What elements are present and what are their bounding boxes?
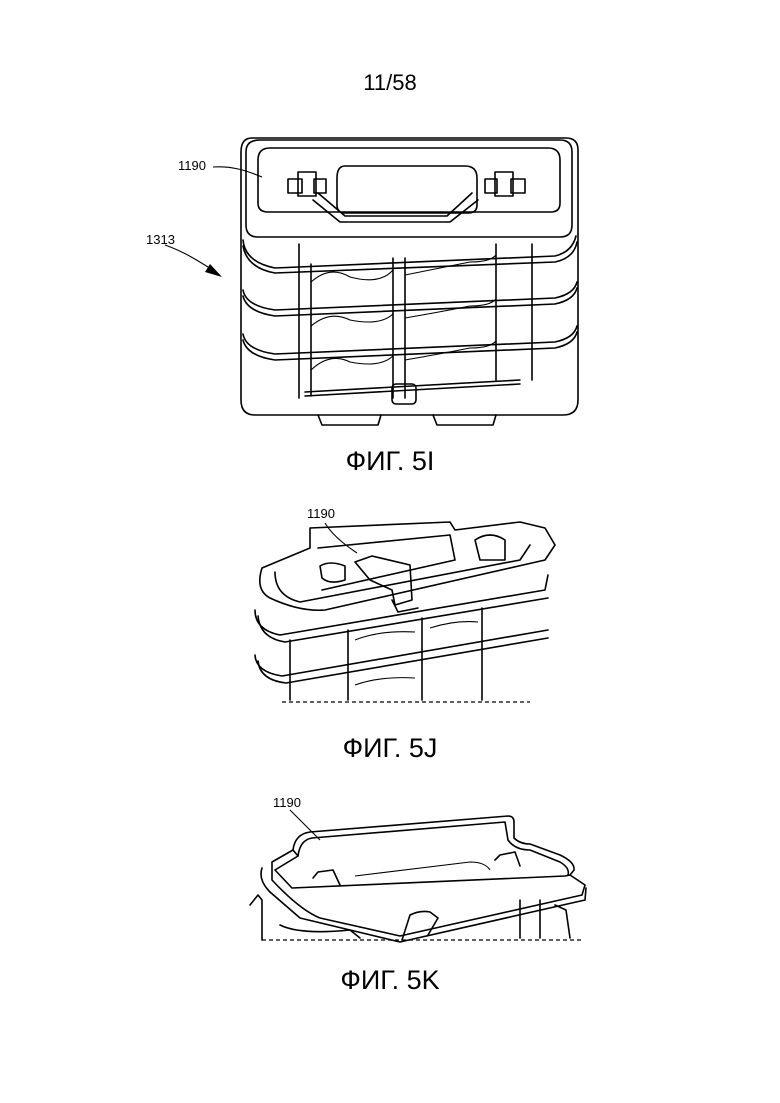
caption-fig-5k: ФИГ. 5K — [340, 965, 440, 995]
figure-5j-drawing — [254, 521, 556, 703]
ref-label-1190: 1190 — [273, 795, 301, 810]
figure-5k: 1190 — [249, 795, 587, 943]
leader-1190 — [289, 809, 321, 841]
ref-label-1190: 1190 — [178, 158, 206, 173]
body-outline — [240, 137, 579, 416]
figure-5k-drawing — [249, 809, 587, 943]
leader-1190 — [324, 522, 358, 554]
caption-fig-5j: ФИГ. 5J — [342, 733, 438, 763]
page-number: 11/58 — [363, 70, 417, 95]
caption-fig-5i: ФИГ. 5I — [345, 446, 435, 476]
figure-5i: 1190 1313 — [0, 0, 780, 480]
arrowhead-icon — [205, 264, 222, 277]
ref-label-1313: 1313 — [146, 232, 175, 247]
ref-label-1190: 1190 — [307, 506, 335, 521]
figure-5i-drawing — [164, 137, 579, 426]
figure-5j: 1190 — [254, 506, 556, 703]
